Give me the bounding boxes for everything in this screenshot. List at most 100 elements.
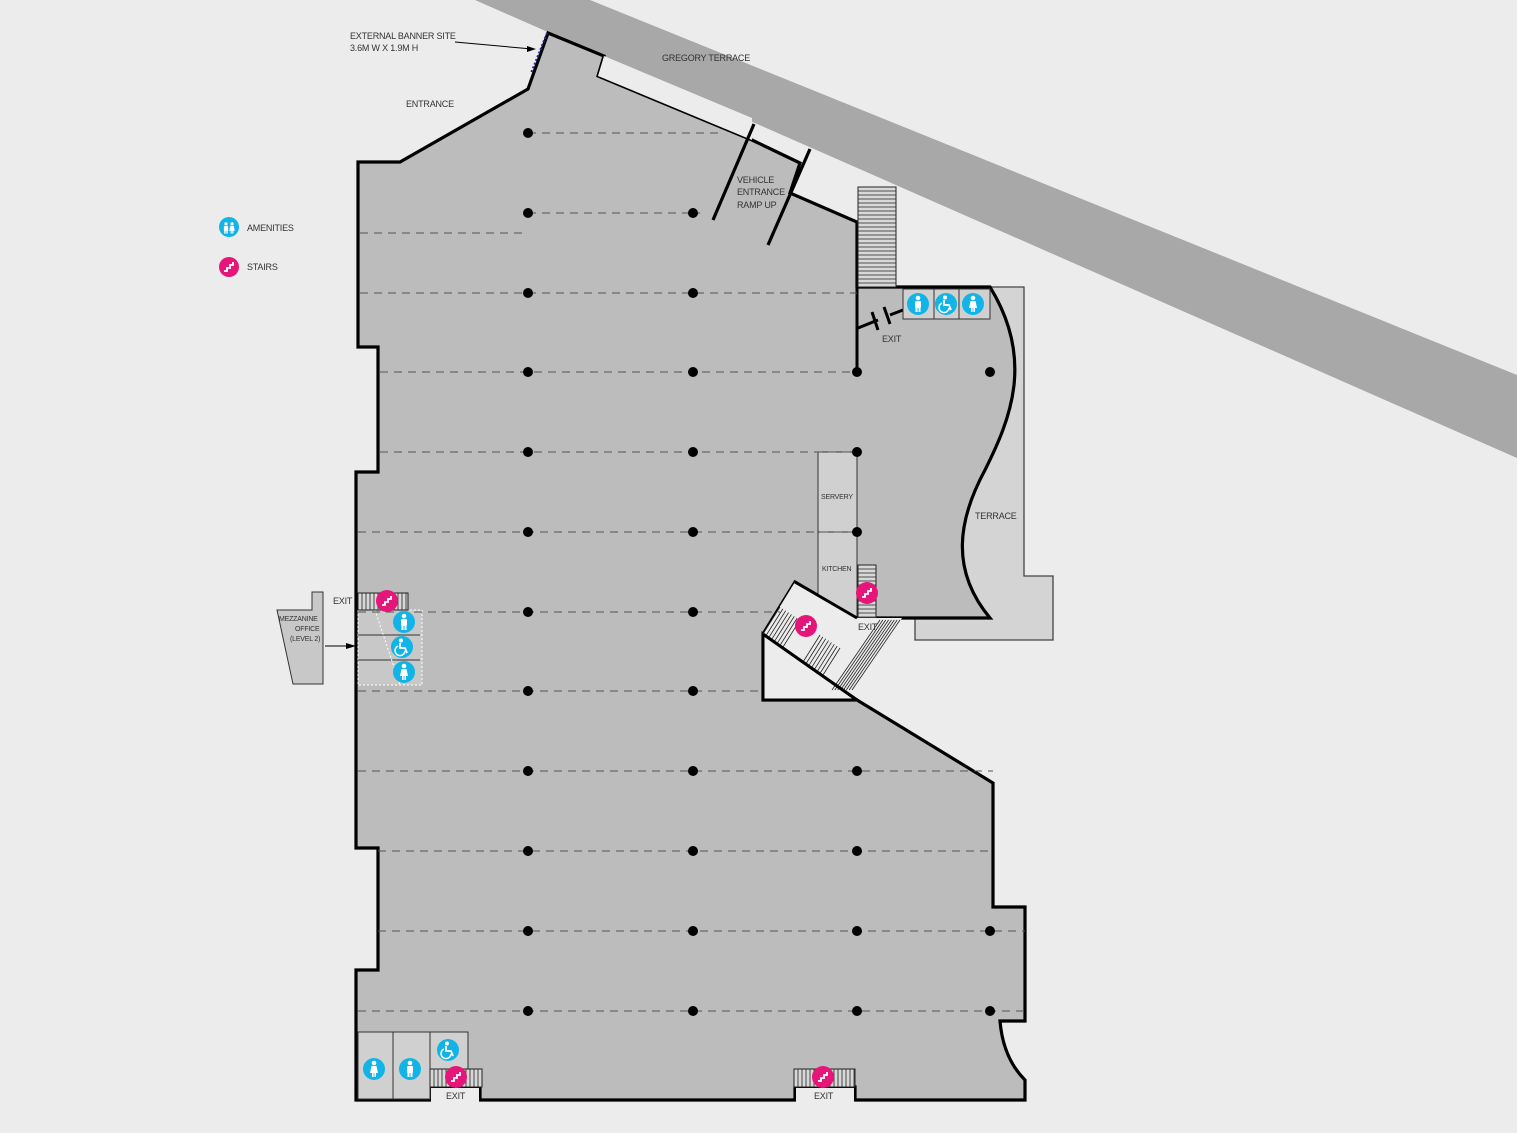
banner-label: EXTERNAL BANNER SITE	[350, 31, 456, 41]
column	[688, 926, 698, 936]
stair-tread	[779, 617, 798, 646]
street-label: GREGORY TERRACE	[662, 53, 750, 63]
stair-tread	[840, 619, 889, 691]
arrow-head	[527, 46, 536, 52]
mezzanine-label: (LEVEL 2)	[290, 636, 320, 643]
column	[523, 208, 533, 218]
column	[852, 447, 862, 457]
stair-tread	[822, 647, 841, 676]
amenities-icon	[219, 217, 239, 237]
column	[985, 367, 995, 377]
stair-tread	[776, 616, 795, 644]
column	[688, 208, 698, 218]
stair-tread	[771, 612, 789, 640]
column	[688, 1006, 698, 1016]
accessible-toilet-icon	[437, 1039, 459, 1061]
stair-tread	[837, 619, 887, 691]
stair-tread	[762, 606, 781, 635]
column	[688, 288, 698, 298]
stair-tread	[814, 642, 832, 670]
exit-door	[857, 306, 904, 331]
accessible-toilet-icon	[391, 636, 413, 658]
column	[688, 447, 698, 457]
wall	[794, 580, 858, 620]
column	[985, 926, 995, 936]
column	[852, 367, 862, 377]
column	[688, 766, 698, 776]
column	[523, 607, 533, 617]
ramp-wall	[766, 148, 812, 246]
column	[523, 686, 533, 696]
column	[523, 447, 533, 457]
wall	[762, 632, 858, 702]
stairs-icon	[376, 590, 398, 612]
ramp-label: VEHICLE	[737, 175, 774, 185]
column	[852, 846, 862, 856]
stair-tread	[802, 634, 821, 663]
mezzanine-label: OFFICE	[295, 626, 320, 633]
stair-tread	[805, 636, 824, 665]
stair-tread	[845, 619, 895, 691]
column	[688, 527, 698, 537]
mezzanine-office	[276, 591, 324, 685]
column	[852, 1006, 862, 1016]
column	[523, 1006, 533, 1016]
exit-label: EXIT	[882, 334, 902, 344]
ramp-wall	[711, 123, 756, 221]
forecourt-strip	[598, 56, 752, 140]
legend-amenities-label: AMENITIES	[247, 223, 294, 233]
stairs-icon	[856, 582, 878, 604]
ramp-label: RAMP UP	[737, 200, 777, 210]
female-toilet-icon	[962, 293, 984, 315]
mezzanine-label: MEZZANINE	[279, 616, 318, 623]
stair-tread	[851, 619, 901, 691]
stair-outline	[857, 186, 897, 288]
terrace-label: TERRACE	[975, 511, 1017, 521]
column	[985, 1006, 995, 1016]
stair-tread	[816, 644, 835, 672]
female-toilet-icon	[393, 661, 415, 683]
male-toilet-icon	[393, 611, 415, 633]
column	[688, 686, 698, 696]
stair-tread	[819, 645, 838, 674]
banner-size-label: 3.6M W X 1.9M H	[350, 43, 418, 53]
column	[523, 846, 533, 856]
icon-circle	[445, 1066, 467, 1088]
column	[688, 367, 698, 377]
column	[523, 766, 533, 776]
column	[523, 367, 533, 377]
column	[523, 288, 533, 298]
stair-tread	[808, 638, 827, 666]
column	[688, 846, 698, 856]
servery-label: SERVERY	[821, 494, 853, 501]
stair-tread	[834, 619, 884, 691]
stair-tread	[774, 614, 792, 642]
stair-tread	[811, 640, 829, 668]
entrance-label: ENTRANCE	[406, 99, 454, 109]
legend: AMENITIES STAIRS	[219, 217, 294, 277]
kitchen-label: KITCHEN	[822, 566, 851, 573]
exit-gap	[431, 1088, 479, 1102]
accessible-toilet-icon	[935, 293, 957, 315]
stair-tread	[848, 619, 898, 691]
male-toilet-icon	[399, 1058, 421, 1080]
stairs-top	[857, 186, 897, 288]
icon-circle	[856, 582, 878, 604]
banner-site	[530, 32, 548, 74]
stairs-icon	[219, 257, 239, 277]
stair-tread	[843, 619, 892, 691]
exit-label: EXIT	[333, 596, 353, 606]
column	[523, 527, 533, 537]
exit-label: EXIT	[446, 1091, 466, 1101]
stairs-icon	[795, 615, 817, 637]
male-toilet-icon	[907, 293, 929, 315]
legend-stairs-label: STAIRS	[247, 262, 278, 272]
stair-tread	[765, 608, 784, 637]
icon-circle	[376, 590, 398, 612]
stair-tread	[831, 619, 881, 691]
banner-pointer	[454, 41, 533, 50]
exit-label: EXIT	[814, 1091, 834, 1101]
servery-room	[817, 451, 858, 533]
main-stairs	[763, 582, 902, 693]
exit-gap	[796, 1088, 854, 1102]
